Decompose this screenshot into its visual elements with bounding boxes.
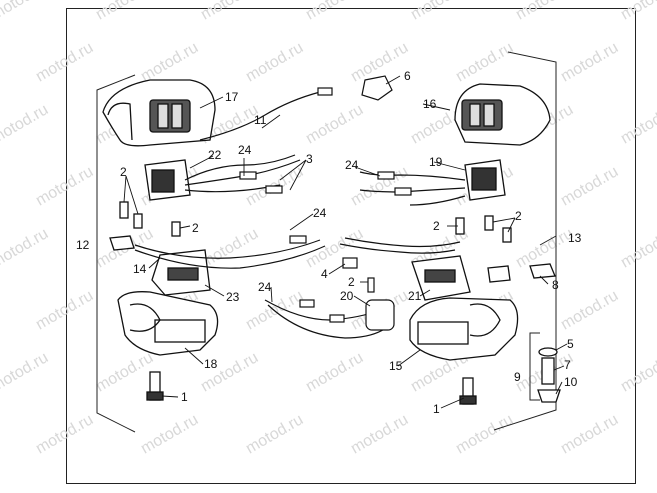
watermark-text: motod.ru [558,163,621,209]
watermark-text: motod.ru [33,39,96,85]
watermark-text: motod.ru [0,349,51,395]
watermark-text: motod.ru [618,349,657,395]
callout-20: 20 [340,289,354,303]
watermark-text: motod.ru [33,411,96,457]
watermark-text: motod.ru [408,0,471,23]
watermark-text: motod.ru [303,0,366,23]
watermark-text: motod.ru [558,411,621,457]
callout-24d: 24 [258,280,272,294]
callout-2c: 2 [433,219,440,233]
watermark-text: motod.ru [138,39,201,85]
callout-3: 3 [306,152,313,166]
callout-24a: 24 [238,143,252,157]
connector-6 [361,75,393,101]
callout-21: 21 [408,289,422,303]
watermark-text: motod.ru [618,101,657,147]
callout-6: 6 [404,69,411,83]
diagram-border [66,8,636,484]
leader-lines [123,75,568,409]
spring-7 [541,357,555,385]
washer-5 [538,347,558,357]
callout-2e: 2 [348,275,355,289]
watermark-text: motod.ru [138,411,201,457]
callout-7: 7 [564,358,571,372]
bracket-12 [96,74,136,433]
left-screw-2c [171,221,181,237]
left-cover-window [149,99,191,133]
right-clamp-15 [409,297,519,361]
bracket-13-top [507,51,557,236]
callout-24c: 24 [313,206,327,220]
callout-23: 23 [226,290,240,304]
callout-2a: 2 [120,165,127,179]
callout-2d: 2 [515,209,522,223]
watermark-text: motod.ru [558,287,621,333]
left-clamp-18 [117,291,219,356]
watermark-text: motod.ru [198,225,261,271]
bracket-9 [529,332,540,401]
part-8 [529,263,556,279]
watermark-text: motod.ru [303,349,366,395]
callout-4: 4 [321,267,328,281]
watermark-text: motod.ru [558,39,621,85]
watermark-text: motod.ru [93,349,156,395]
watermark-text: motod.ru [453,411,516,457]
bracket-13-tick [539,235,557,246]
left-clip-14 [109,235,135,251]
callout-11: 11 [254,113,267,127]
watermark-text: motod.ru [303,101,366,147]
watermark-text: motod.ru [198,0,261,23]
callout-19: 19 [429,155,443,169]
watermark-text: motod.ru [93,0,156,23]
callout-24b: 24 [345,158,359,172]
right-wires [359,171,466,206]
clip-4 [342,257,358,269]
bracket-13-bottom [493,236,557,431]
callout-17: 17 [225,90,239,104]
watermark-text: motod.ru [243,39,306,85]
left-screw-2b [133,213,143,229]
left-assembly [102,79,219,401]
middle-screw-2 [367,277,375,293]
watermark-text: motod.ru [0,0,51,23]
callout-10: 10 [564,375,578,389]
watermark-text: motod.ru [33,163,96,209]
watermark-text: motod.ru [618,225,657,271]
right-assembly [409,83,561,405]
callout-15: 15 [389,359,403,373]
callout-14: 14 [133,262,147,276]
watermark-text: motod.ru [348,411,411,457]
callout-22: 22 [208,148,222,162]
callout-5: 5 [567,337,574,351]
sensor-20 [365,299,395,331]
middle-parts [264,75,461,339]
left-wires [134,87,333,269]
watermark-text: motod.ru [33,287,96,333]
watermark-text: motod.ru [453,39,516,85]
callout-2b: 2 [192,221,199,235]
callout-16: 16 [423,97,437,111]
callout-12: 12 [76,238,90,252]
watermark-text: motod.ru [618,0,657,23]
callout-18: 18 [204,357,218,371]
watermark-text: motod.ru [0,101,51,147]
callout-13: 13 [568,231,582,245]
left-screw-2a [119,201,129,219]
watermark-text: motod.ru [513,0,576,23]
nut-10 [537,389,561,403]
bracket-lines [96,51,557,433]
right-screw-2c [502,227,512,243]
callout-1b: 1 [433,402,440,416]
callout-1a: 1 [181,390,188,404]
watermark-text: motod.ru [0,225,51,271]
callout-9: 9 [514,370,521,384]
watermark-text: motod.ru [243,411,306,457]
right-clip [487,265,511,283]
right-screw-2b [484,215,494,231]
callout-8: 8 [552,278,559,292]
